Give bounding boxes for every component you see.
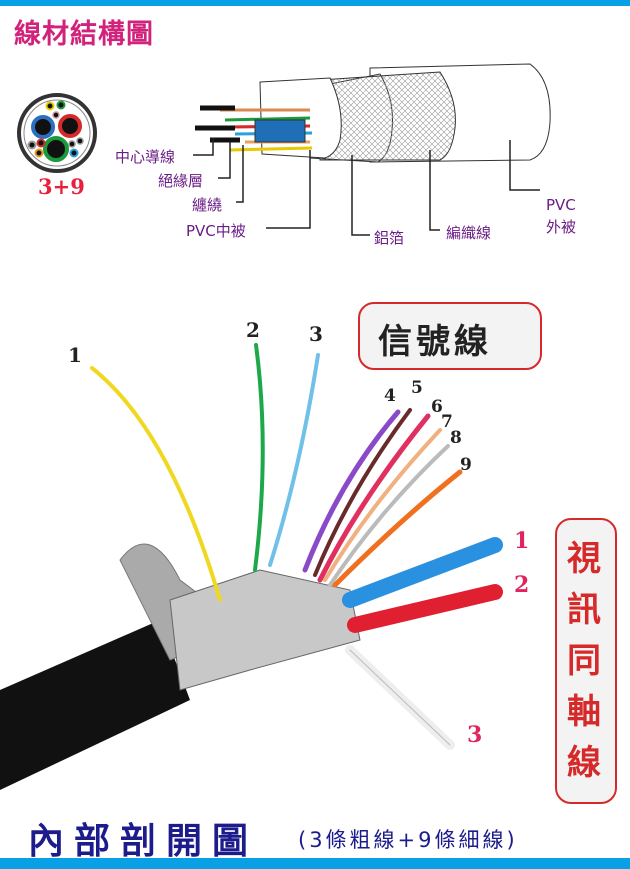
coax-number-1: 1	[514, 528, 530, 554]
wire-number-7: 7	[441, 412, 453, 432]
cable-cross-section	[17, 93, 97, 173]
wire-number-1: 1	[68, 343, 82, 367]
coax-char: 視	[567, 539, 601, 579]
wire-number-8: 8	[450, 428, 462, 448]
label-conductor: 中心導線	[115, 148, 176, 166]
coax-char: 訊	[567, 590, 601, 630]
coax-number-2: 2	[514, 572, 530, 598]
label-wrap: 纏繞	[192, 196, 223, 214]
signal-wire-callout: 信號線	[358, 302, 542, 370]
wire-number-2: 2	[246, 318, 260, 342]
diagram-title: 線材結構圖	[14, 19, 154, 50]
wire-number-4: 4	[384, 386, 396, 406]
top-bar	[0, 0, 630, 6]
footer-subtitle: (3條粗線+9條細線)	[298, 828, 518, 852]
coax-char: 線	[567, 743, 601, 783]
wire-number-6: 6	[431, 397, 443, 417]
label-braid: 編織線	[446, 224, 492, 242]
label-pvc-outer-2: 外被	[546, 218, 577, 236]
label-foil: 鋁箔	[374, 229, 405, 247]
coax-callout-text: 視 訊 同 軸 線	[567, 534, 601, 789]
label-pvc-outer-1: PVC	[546, 196, 576, 214]
wire-count-label: 3+9	[38, 174, 85, 199]
coax-char: 軸	[567, 692, 601, 732]
label-insulation: 絕緣層	[158, 172, 204, 190]
bottom-bar	[0, 858, 630, 869]
coax-char: 同	[567, 641, 601, 681]
wire-number-3: 3	[309, 322, 323, 346]
label-pvc-inner: PVC中被	[186, 222, 246, 240]
wire-number-9: 9	[460, 455, 472, 475]
wire-number-5: 5	[411, 378, 423, 398]
coax-callout: 視 訊 同 軸 線	[555, 518, 617, 804]
footer-title: 內部剖開圖	[28, 821, 259, 862]
coax-number-3: 3	[467, 722, 483, 748]
cable-photo	[0, 343, 503, 790]
signal-wire-callout-text: 信號線	[378, 322, 492, 362]
cable-layer-diagram	[193, 63, 551, 236]
